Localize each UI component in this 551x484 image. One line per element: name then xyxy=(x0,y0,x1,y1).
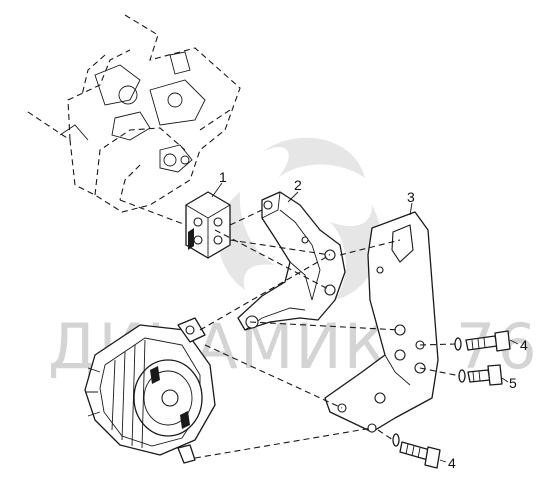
callout-5: 5 xyxy=(509,375,517,391)
washer-middle xyxy=(458,369,466,383)
watermark-swirl xyxy=(218,137,381,300)
callout-4-lower: 4 xyxy=(448,455,456,471)
washer-lower xyxy=(392,433,400,447)
alternator xyxy=(84,317,216,464)
engine-block xyxy=(24,14,241,213)
washer-upper xyxy=(454,337,462,351)
callout-3: 3 xyxy=(407,189,415,205)
bolt-4-lower xyxy=(399,441,441,469)
bolt-4-upper xyxy=(465,330,511,352)
assembly-lines xyxy=(119,199,461,459)
callout-2: 2 xyxy=(294,177,302,193)
leader-lines xyxy=(211,182,519,463)
bolt-5 xyxy=(467,364,503,386)
part-1-spacer-plate xyxy=(185,191,231,259)
part-3-mounting-plate xyxy=(324,211,439,433)
callout-1: 1 xyxy=(219,169,227,185)
callout-4-upper: 4 xyxy=(520,337,528,353)
